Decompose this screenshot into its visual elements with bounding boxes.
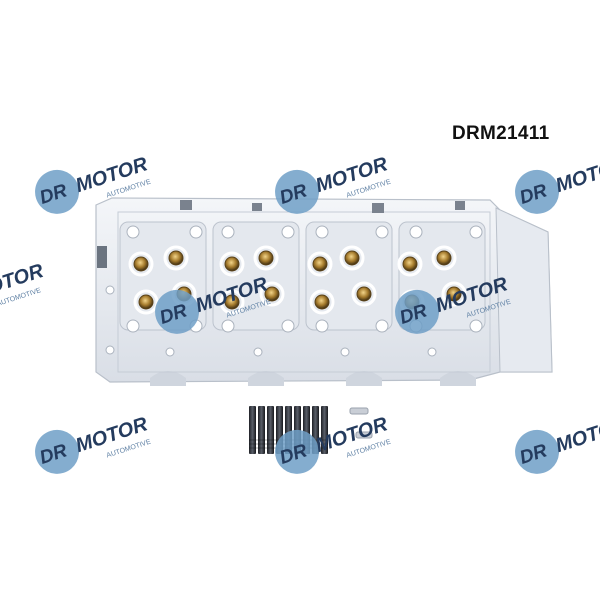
- locating-dowel-pins: [349, 407, 373, 439]
- part-number-label: DRM21411: [452, 123, 550, 144]
- cylinder-head-body: [95, 197, 553, 386]
- head-bolt-set: [249, 406, 328, 454]
